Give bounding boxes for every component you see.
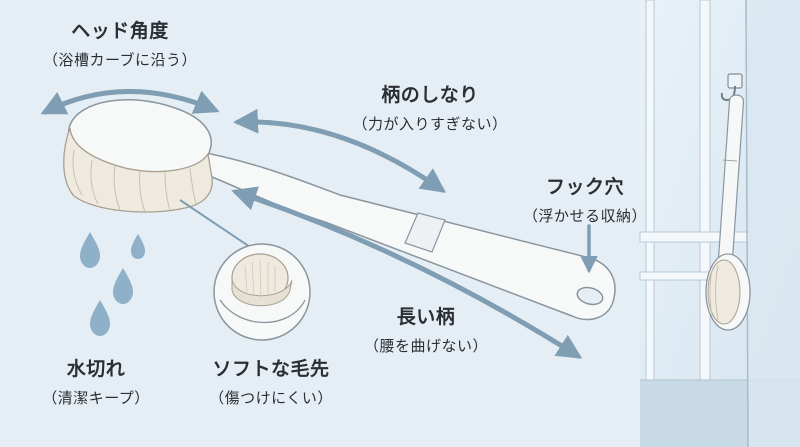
label-long-handle: 長い柄 （腰を曲げない） — [336, 302, 516, 356]
drain-subtitle: （清潔キープ） — [42, 389, 150, 407]
water-drop-icon — [90, 300, 110, 336]
bathroom-wall-scene — [639, 0, 800, 447]
label-hook-hole: フック穴 （浮かせる収納） — [500, 172, 670, 226]
long-handle-subtitle: （腰を曲げない） — [363, 337, 488, 355]
brush-bristles — [63, 127, 213, 213]
soft-bristles-subtitle: （傷つけにくい） — [209, 389, 333, 407]
water-drop-icon — [113, 268, 133, 304]
soft-bristles-title: ソフトな毛先 — [212, 358, 330, 380]
label-drain: 水切れ （清潔キープ） — [16, 354, 176, 408]
water-drop-icon — [131, 234, 145, 259]
handle-flex-arrow — [233, 108, 447, 193]
head-angle-arrow — [40, 89, 220, 115]
drain-title: 水切れ — [66, 358, 126, 380]
bristle-zoom — [179, 199, 311, 341]
long-handle-arrow — [231, 186, 583, 359]
label-handle-flex: 柄のしなり （力が入りすぎない） — [330, 80, 530, 134]
handle-flex-subtitle: （力が入りすぎない） — [352, 115, 508, 133]
head-angle-title: ヘッド角度 — [71, 20, 169, 42]
label-soft-bristles: ソフトな毛先 （傷つけにくい） — [186, 354, 356, 408]
annotation-arrows — [40, 89, 598, 359]
label-head-angle: ヘッド角度 （浴槽カーブに沿う） — [20, 16, 220, 70]
water-drop-icon — [80, 232, 100, 268]
hook-hole-title: フック穴 — [545, 176, 624, 198]
head-angle-subtitle: （浴槽カーブに沿う） — [42, 51, 198, 69]
water-drops — [80, 232, 145, 336]
handle-flex-title: 柄のしなり — [381, 84, 479, 106]
hook-hole-subtitle: （浮かせる収納） — [522, 207, 647, 225]
long-handle-title: 長い柄 — [396, 306, 456, 328]
